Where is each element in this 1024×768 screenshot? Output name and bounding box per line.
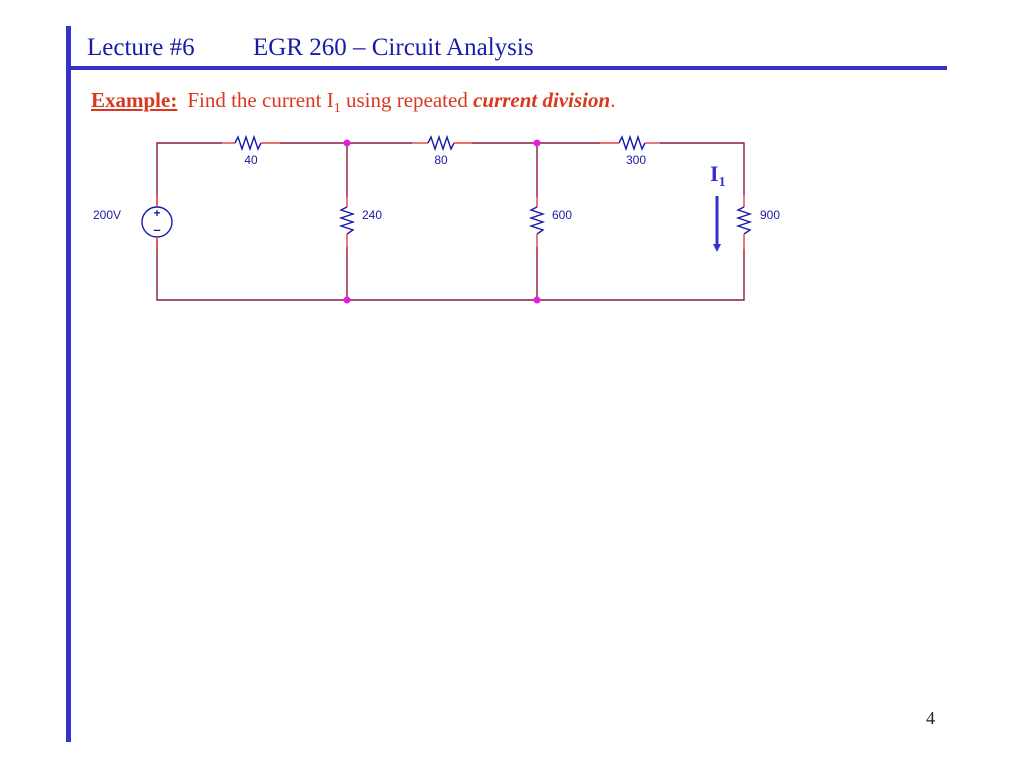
source-plus-sign: + xyxy=(153,206,160,220)
resistor-80 xyxy=(412,134,472,152)
left-accent-bar xyxy=(66,26,71,742)
current-symbol: I xyxy=(710,161,719,186)
example-text-end: . xyxy=(610,88,616,112)
resistor-600 xyxy=(528,197,546,247)
source-minus-sign: – xyxy=(153,222,160,237)
resistor-600-label: 600 xyxy=(552,208,572,222)
resistor-40 xyxy=(222,134,280,152)
wire-top-left xyxy=(156,142,222,205)
example-text-middle: using repeated xyxy=(340,88,474,112)
resistor-900-label: 900 xyxy=(760,208,780,222)
resistor-300 xyxy=(600,134,660,152)
example-text-before: Find the current I xyxy=(187,88,334,112)
resistor-300-label: 300 xyxy=(626,153,646,167)
node-bottom-1 xyxy=(343,296,351,304)
lecture-number: Lecture #6 xyxy=(87,34,195,61)
wire-300-to-right xyxy=(660,142,745,195)
resistor-80-label: 80 xyxy=(434,153,448,167)
current-label: I1 xyxy=(710,161,726,190)
resistor-900 xyxy=(735,195,753,249)
node-top-1 xyxy=(343,139,351,147)
example-emphasis: current division xyxy=(473,88,611,112)
voltage-source: + – xyxy=(141,195,173,249)
resistor-240-label: 240 xyxy=(362,208,382,222)
source-label: 200V xyxy=(93,208,121,222)
resistor-240 xyxy=(338,197,356,247)
circuit-nodes xyxy=(343,139,541,304)
example-label: Example: xyxy=(91,88,178,112)
course-title: EGR 260 – Circuit Analysis xyxy=(253,34,534,61)
current-subscript: 1 xyxy=(719,175,726,190)
example-statement: Example: Find the current I1 using repeat… xyxy=(91,88,615,117)
example-subscript: 1 xyxy=(333,101,341,117)
resistor-40-label: 40 xyxy=(244,153,258,167)
node-bottom-2 xyxy=(533,296,541,304)
node-top-2 xyxy=(533,139,541,147)
page-number: 4 xyxy=(926,708,935,728)
wire-bottom xyxy=(156,239,745,301)
header-rule xyxy=(66,66,947,70)
